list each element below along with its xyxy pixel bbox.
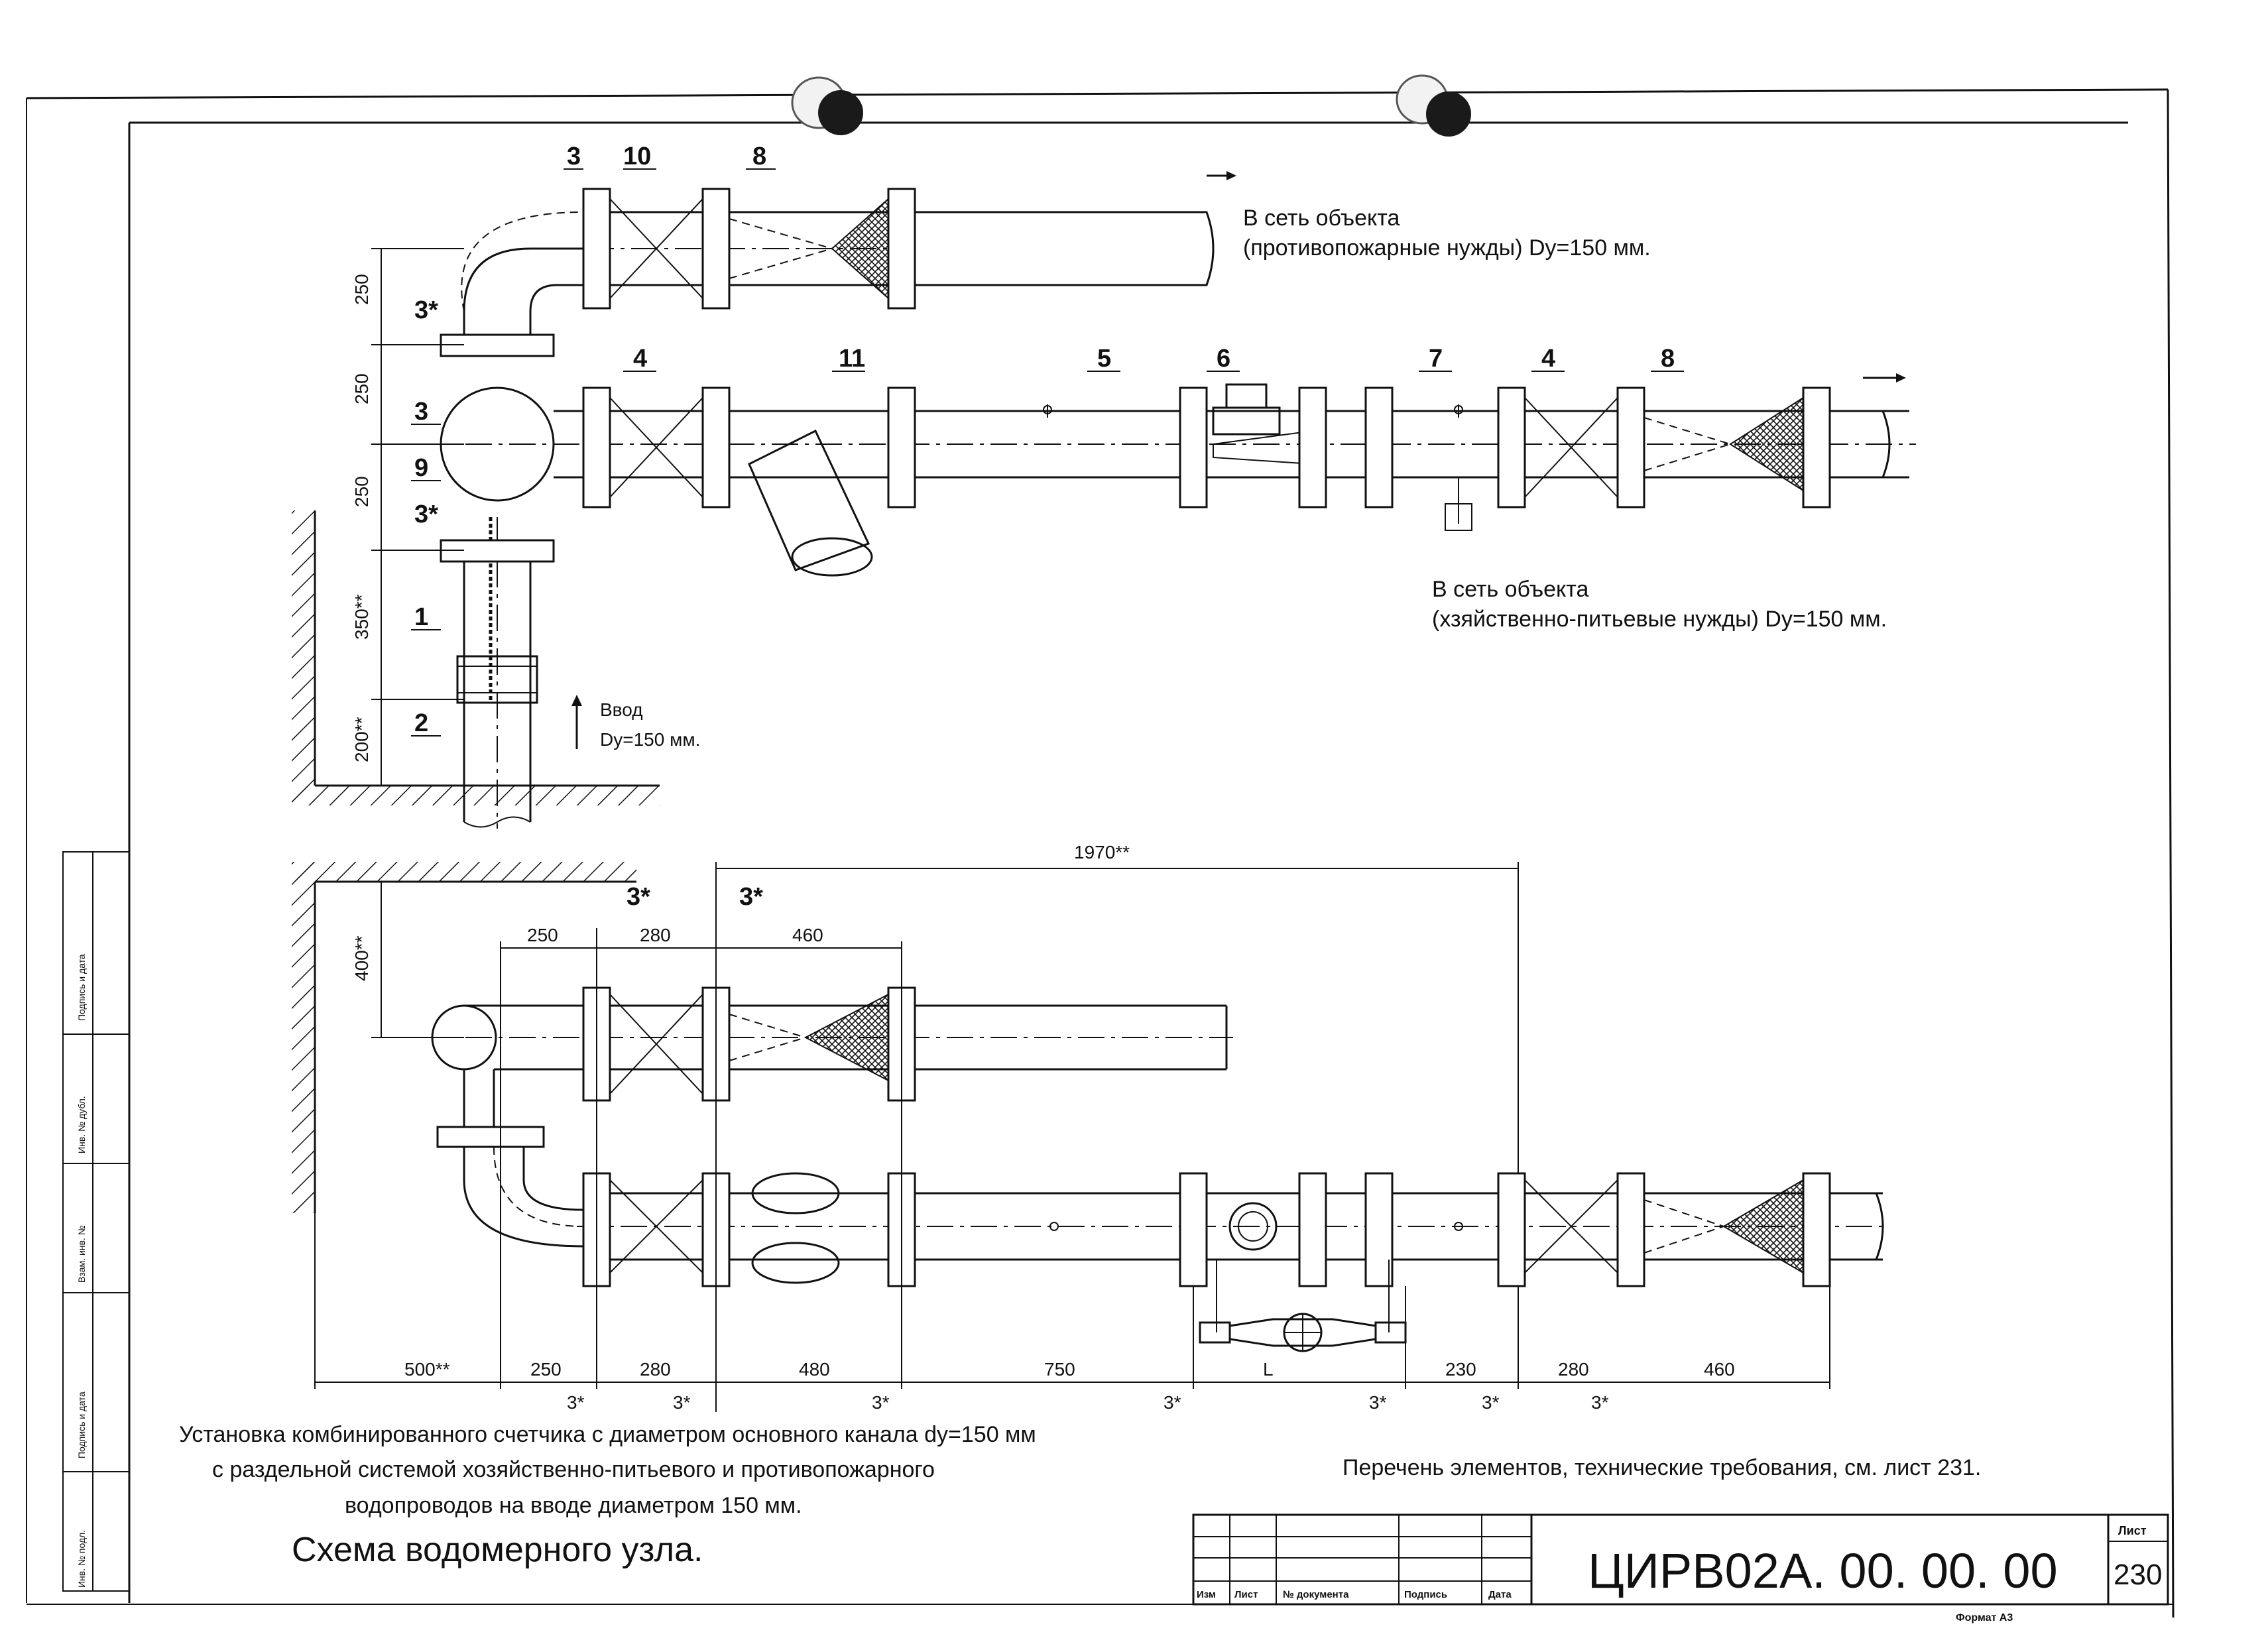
mark-3star-j: 3* (1482, 1392, 1500, 1413)
inlet-size: Dy=150 мм. (600, 729, 700, 750)
stamp-signature-date-1: Подпись и дата (76, 954, 87, 1021)
dim-230: 230 (1445, 1359, 1476, 1380)
caption-line-2: с раздельной системой хозяйственно-питье… (212, 1457, 935, 1482)
stamp-original-inv: Инв. № подл. (76, 1530, 87, 1588)
mark-3star-c: 3* (627, 883, 650, 911)
part-label-10: 10 (623, 143, 651, 170)
tb-header-document: № документа (1283, 1589, 1349, 1600)
wall-hatch-bottom (292, 862, 315, 1213)
tb-header-list: Лист (1234, 1589, 1258, 1600)
part-label-3: 3 (567, 143, 581, 170)
dim-400: 400** (351, 935, 372, 981)
mark-3star-d: 3* (739, 883, 763, 911)
dim-500: 500** (404, 1359, 450, 1380)
top-dim-2: 250 (351, 373, 372, 404)
top-dim-4: 350** (351, 594, 372, 640)
household-network-line1: В сеть объекта (1432, 577, 1588, 602)
mark-3star-g: 3* (872, 1392, 890, 1413)
top-dim-3: 250 (351, 476, 372, 507)
mark-3star-a: 3* (414, 296, 438, 324)
stamp-signature-date-2: Подпись и дата (76, 1391, 87, 1458)
tb-header-izm: Изм (1197, 1589, 1216, 1600)
tb-header-date: Дата (1488, 1589, 1512, 1600)
dim-280-b: 280 (1558, 1359, 1589, 1380)
tb-sheet-number: 230 (2114, 1559, 2162, 1591)
dim-250: 250 (530, 1359, 562, 1380)
dim-460-top: 460 (792, 925, 823, 945)
dim-250-top: 250 (527, 925, 558, 945)
part-label-2: 2 (414, 709, 428, 737)
mark-3star-e: 3* (567, 1392, 585, 1413)
stamp-dup-inv: Инв. № дубл. (76, 1096, 87, 1153)
household-network-line2: (хзяйственно-питьевые нужды) Dy=150 мм. (1432, 607, 1887, 632)
part-label-6: 6 (1217, 345, 1230, 373)
fire-network-line1: В сеть объекта (1243, 206, 1400, 231)
side-stamp (62, 851, 130, 1592)
part-label-7: 7 (1429, 345, 1443, 373)
part-label-1: 1 (414, 603, 428, 631)
tb-header-signature: Подпись (1404, 1589, 1447, 1600)
top-assembly (292, 171, 1916, 829)
part-label-4b: 4 (1541, 345, 1555, 373)
part-label-8: 8 (752, 143, 766, 170)
part-label-8b: 8 (1661, 345, 1675, 373)
pin-right (1396, 74, 1471, 137)
caption-line-1: Установка комбинированного счетчика с ди… (179, 1422, 1036, 1447)
pin-left (791, 76, 863, 135)
mark-3star-b: 3* (414, 501, 438, 528)
reference-note: Перечень элементов, технические требован… (1343, 1455, 1981, 1480)
wall-hatch-top (292, 510, 315, 802)
stamp-replacement-inv: Взам. инв. № (76, 1225, 87, 1283)
tb-format: Формат А3 (1956, 1612, 2013, 1623)
mark-3star-f: 3* (673, 1392, 691, 1413)
mark-3star-k: 3* (1591, 1392, 1609, 1413)
tb-designation: ЦИРВ02А. 00. 00. 00 (1588, 1543, 2058, 1598)
part-callouts-top (411, 168, 1684, 737)
dim-overall-1970: 1970** (1074, 842, 1130, 862)
caption-line-3: водопроводов на вводе диаметром 150 мм. (345, 1493, 802, 1518)
ceiling-hatch-bottom (292, 862, 636, 882)
inlet-label: Ввод (600, 699, 643, 720)
dim-750: 750 (1044, 1359, 1075, 1380)
schema-title: Схема водомерного узла. (292, 1531, 703, 1569)
bottom-assembly (292, 862, 1889, 1412)
dim-480: 480 (799, 1359, 830, 1380)
fire-network-line2: (противопожарные нужды) Dy=150 мм. (1243, 235, 1651, 261)
part-label-5: 5 (1097, 345, 1111, 373)
dim-280: 280 (640, 1359, 671, 1380)
top-dim-5: 200** (351, 717, 372, 762)
part-label-9: 9 (414, 454, 428, 482)
mark-3star-i: 3* (1369, 1392, 1387, 1413)
floor-hatch-top (292, 786, 660, 805)
part-label-3b: 3 (414, 398, 428, 426)
title-block (1192, 1513, 2169, 1606)
top-dim-1: 250 (351, 274, 372, 305)
dim-460-b: 460 (1704, 1359, 1735, 1380)
dim-280-top: 280 (640, 925, 671, 945)
part-label-11: 11 (839, 345, 865, 373)
part-label-4: 4 (633, 345, 647, 373)
mark-3star-h: 3* (1164, 1392, 1181, 1413)
tb-sheet-label: Лист (2118, 1524, 2147, 1537)
dim-L: L (1263, 1359, 1274, 1380)
